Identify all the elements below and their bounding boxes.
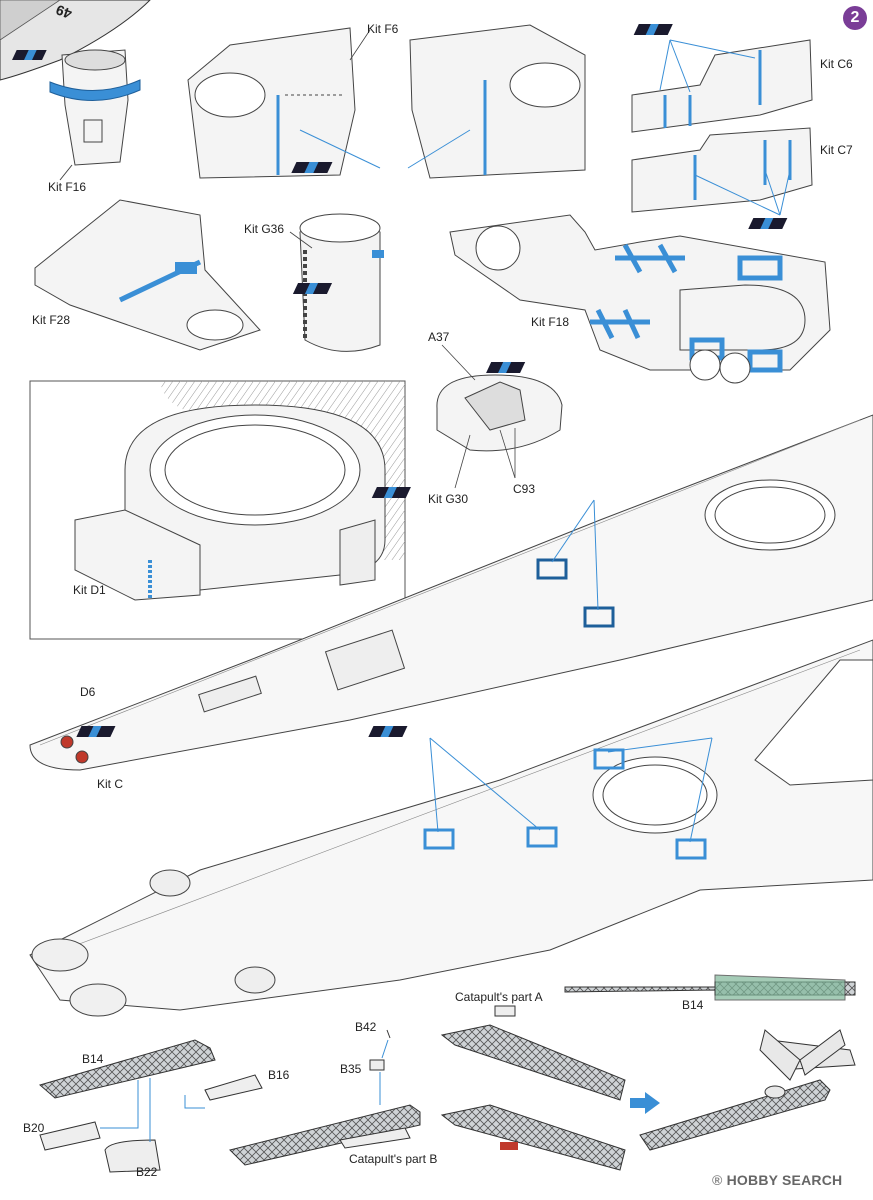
part-f6 — [187, 24, 586, 179]
catapult-with-aircraft — [639, 1029, 856, 1151]
watermark: ® HOBBY SEARCH — [712, 1172, 842, 1188]
deck-lower — [29, 639, 873, 1017]
mark-f16 — [12, 50, 47, 60]
part-c7 — [631, 127, 813, 216]
deck-upper — [29, 414, 873, 771]
mark-c7 — [748, 218, 788, 229]
catapult-assembly-3 — [440, 1005, 626, 1171]
label-kit-f28: Kit F28 — [32, 313, 71, 327]
label-catapult-part-b: Catapult's part B — [349, 1152, 438, 1166]
label-kit-c7: Kit C7 — [820, 143, 853, 157]
label-b42: B42 — [355, 1020, 377, 1034]
label-kit-f6: Kit F6 — [367, 22, 399, 36]
label-b14-rail: B14 — [682, 998, 704, 1012]
label-kit-g36: Kit G36 — [244, 222, 285, 236]
mark-c6 — [633, 24, 673, 35]
label-catapult-part-a: Catapult's part A — [455, 990, 543, 1004]
label-b16: B16 — [268, 1068, 290, 1082]
part-g30 — [436, 344, 563, 489]
mark-g36 — [292, 283, 333, 294]
part-f18 — [449, 214, 831, 384]
label-kit-f16: Kit F16 — [48, 180, 87, 194]
part-b14-rail — [564, 974, 856, 1001]
part-c6 — [631, 39, 813, 133]
watermark-brand: HOBBY SEARCH — [726, 1172, 843, 1188]
step-number-badge: 2 — [843, 6, 867, 30]
label-kit-d1: Kit D1 — [73, 583, 106, 597]
inset-d1 — [29, 380, 406, 640]
mark-deck-upper — [371, 487, 411, 498]
catapult-assembly-2 — [229, 1029, 421, 1166]
mark-f18 — [486, 362, 526, 373]
label-kit-c: Kit C — [97, 777, 124, 791]
label-kit-c6: Kit C6 — [820, 57, 853, 71]
mark-f6 — [291, 162, 333, 173]
arrow-right-icon — [630, 1092, 660, 1114]
label-b20: B20 — [23, 1121, 45, 1135]
label-b14: B14 — [82, 1052, 104, 1066]
label-c93: C93 — [513, 482, 536, 496]
mark-deck-lower-right — [368, 726, 408, 737]
catapult-assembly-1 — [38, 1039, 263, 1173]
mark-deck-lower-left — [76, 726, 116, 737]
part-f28 — [34, 199, 261, 351]
watermark-registered: ® — [712, 1172, 723, 1188]
part-g36 — [289, 213, 384, 352]
label-kit-f18: Kit F18 — [531, 315, 570, 329]
label-a37: A37 — [428, 330, 450, 344]
label-b35: B35 — [340, 1062, 362, 1076]
label-kit-g30: Kit G30 — [428, 492, 469, 506]
label-d6: D6 — [80, 685, 96, 699]
part-f16 — [49, 49, 141, 181]
label-b22: B22 — [136, 1165, 158, 1179]
